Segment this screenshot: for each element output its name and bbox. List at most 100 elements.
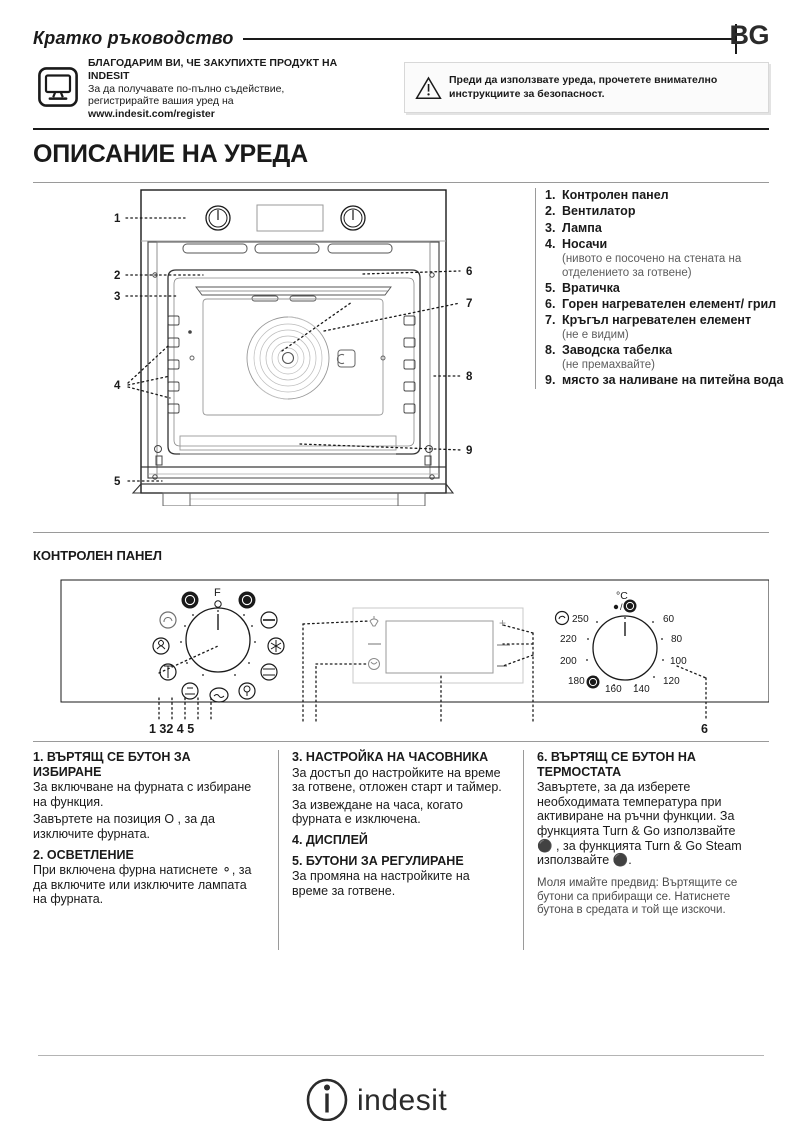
- heading-display: 4. ДИСПЛЕЙ: [292, 833, 368, 847]
- warning-triangle-icon: [415, 76, 442, 100]
- text-clock-2: За извеждане на часа, когато фурната е и…: [292, 797, 463, 827]
- section-divider: [33, 182, 769, 183]
- oven-diagram: 1 2 3 4 5 6 7 8 9: [100, 186, 490, 506]
- header-tick: [735, 24, 737, 54]
- part-item: 1. Контролен панел: [545, 188, 785, 203]
- column-3: 6. ВЪРТЯЩ СЕ БУТОН НА ТЕРМОСТАТА Завърте…: [523, 750, 768, 950]
- text-clock-1: За достъп до настройките на време за гот…: [292, 765, 502, 795]
- temp-250: 250: [572, 614, 589, 625]
- control-panel-left-callouts: 1 32 4 5: [149, 722, 194, 736]
- description-columns: 1. ВЪРТЯЩ СЕ БУТОН ЗА ИЗБИРАНЕ За включв…: [33, 750, 769, 950]
- selector-knob-group: F: [152, 587, 285, 703]
- text-thermostat-note: Моля имайте предвид: Въртящите се бутони…: [537, 876, 738, 917]
- heading-adjust-buttons: 5. БУТОНИ ЗА РЕГУЛИРАНЕ: [292, 853, 464, 868]
- part-sublabel: (нивото е посочено на стената на отделен…: [562, 253, 742, 279]
- control-panel-diagram: F: [33, 578, 769, 738]
- safety-line1: Преди да използвате уреда, прочетете вни…: [449, 74, 718, 87]
- part-label: Вратичка: [562, 280, 620, 295]
- register-url[interactable]: www.indesit.com/register: [88, 108, 215, 121]
- footer-divider: [38, 1055, 764, 1056]
- display-group: +: [352, 607, 524, 684]
- heading-selector-knob: 1. ВЪРТЯЩ СЕ БУТОН ЗА ИЗБИРАНЕ: [33, 750, 191, 779]
- part-item: 3. Лампа: [545, 221, 785, 236]
- register-thanks-line1: БЛАГОДАРИМ ВИ, ЧЕ ЗАКУПИХТЕ ПРОДУКТ НА: [88, 57, 338, 69]
- temp-200: 200: [560, 656, 577, 667]
- temp-60: 60: [663, 614, 675, 625]
- part-label: Кръгъл нагревателен елемент: [562, 313, 752, 328]
- temp-140: 140: [633, 684, 650, 695]
- safety-notice: Преди да използвате уреда, прочетете вни…: [404, 62, 769, 113]
- part-label: Горен нагревателен елемент/ грил: [562, 296, 777, 311]
- register-text: БЛАГОДАРИМ ВИ, ЧЕ ЗАКУПИХТЕ ПРОДУКТ НА I…: [88, 57, 378, 121]
- control-panel-right-callout: 6: [701, 722, 708, 736]
- callout-9: 9: [466, 445, 472, 457]
- page-header: Кратко ръководство BG: [33, 20, 769, 58]
- part-number: 2.: [545, 204, 556, 219]
- register-body-line2: регистрирайте вашия уред на: [88, 95, 234, 108]
- part-number: 8.: [545, 343, 556, 358]
- display-plus-key: +: [499, 616, 506, 630]
- header-divider: [33, 128, 769, 130]
- thermostat-unit: °C: [616, 590, 628, 602]
- part-item: 4. Носачи: [545, 237, 785, 252]
- brand-wordmark: indesit: [357, 1084, 447, 1117]
- monitor-icon: [38, 67, 78, 107]
- safety-text: Преди да използвате уреда, прочетете вни…: [449, 74, 717, 100]
- callout-3: 3: [114, 291, 120, 303]
- part-number: 9.: [545, 373, 556, 388]
- part-number: 6.: [545, 296, 556, 311]
- selector-letter-f: F: [214, 587, 221, 599]
- text-selector-1: За включване на фурната с избиране на фу…: [33, 780, 252, 809]
- callout-7: 7: [466, 298, 472, 310]
- part-item: 7. Кръгъл нагревателен елемент: [545, 313, 785, 328]
- callout-1: 1: [114, 213, 121, 225]
- temp-180: 180: [568, 676, 585, 687]
- column-1: 1. ВЪРТЯЩ СЕ БУТОН ЗА ИЗБИРАНЕ За включв…: [33, 750, 278, 950]
- page-title: Кратко ръководство: [33, 28, 234, 48]
- temp-160: 160: [605, 684, 622, 695]
- part-sublabel: (не е видим): [562, 329, 629, 342]
- part-number: 7.: [545, 313, 556, 328]
- temp-120: 120: [663, 676, 680, 687]
- part-label: Носачи: [562, 236, 608, 251]
- language-code: BG: [729, 20, 770, 50]
- register-thanks-line2: INDESIT: [88, 69, 130, 82]
- callout-2: 2: [114, 270, 120, 282]
- parts-divider: [33, 532, 769, 533]
- part-label: Лампа: [562, 220, 602, 235]
- control-panel-title: КОНТРОЛЕН ПАНЕЛ: [33, 548, 162, 563]
- part-label: място за наливане на питейна вода: [562, 373, 784, 388]
- callout-5: 5: [114, 476, 121, 488]
- part-item: 5. Вратичка: [545, 281, 785, 296]
- register-body-line1: За да получавате по-пълно съдействие,: [88, 82, 285, 95]
- callout-4: 4: [114, 380, 121, 392]
- text-thermostat: Завъртете, за да изберете необходимата т…: [537, 780, 742, 868]
- temp-220: 220: [560, 634, 577, 645]
- part-item: 6. Горен нагревателен елемент/ грил: [545, 297, 785, 312]
- part-number: 3.: [545, 220, 556, 235]
- part-item: 9. място за наливане на питейна вода: [545, 373, 785, 388]
- heading-clock: 3. НАСТРОЙКА НА ЧАСОВНИКА: [292, 750, 489, 764]
- temp-100: 100: [670, 656, 687, 667]
- register-block: БЛАГОДАРИМ ВИ, ЧЕ ЗАКУПИХТЕ ПРОДУКТ НА I…: [38, 57, 378, 126]
- svg-text:/: /: [620, 602, 623, 612]
- part-number: 5.: [545, 280, 556, 295]
- part-sublabel: (не премахвайте): [562, 359, 656, 372]
- part-item: 8. Заводска табелка: [545, 343, 785, 358]
- section-title: ОПИСАНИЕ НА УРЕДА: [33, 140, 308, 168]
- text-adjust-buttons: За промяна на настройките на време за го…: [292, 869, 470, 898]
- part-item: 2.Вентилатор: [545, 204, 785, 219]
- part-label: Заводска табелка: [562, 343, 673, 358]
- part-label: Контролен панел: [562, 188, 669, 202]
- callout-8: 8: [466, 371, 473, 383]
- text-light: При включена фурна натиснете ⚬, за да вк…: [33, 863, 252, 907]
- indesit-logo: indesit: [301, 1075, 501, 1121]
- header-rule: [243, 38, 735, 40]
- part-number: 4.: [545, 236, 556, 251]
- thermostat-knob-group: °C / 250 220 200 180 160 140: [554, 590, 687, 695]
- heading-light: 2. ОСВЕТЛЕНИЕ: [33, 847, 134, 862]
- text-selector-2: Завъртете на позиция O , за да изключите…: [33, 812, 215, 841]
- part-number: 1.: [545, 188, 556, 202]
- column-2: 3. НАСТРОЙКА НА ЧАСОВНИКА За достъп до н…: [278, 750, 523, 950]
